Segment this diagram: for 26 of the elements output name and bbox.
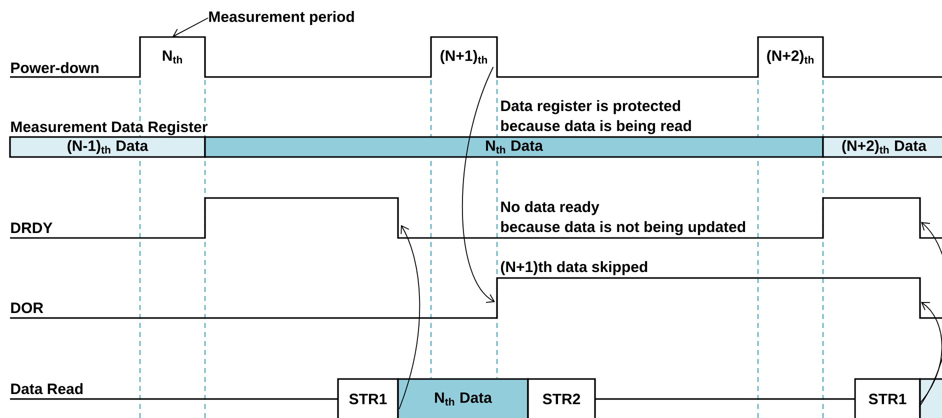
- register-cell: (N+2)$_{th}$ Data: [822, 136, 942, 158]
- note-text: because data is not being updated: [501, 221, 746, 236]
- signal-name: DOR: [11, 302, 44, 314]
- pulse-label: (N+2)$_{th}$: [767, 50, 814, 64]
- signal-name: Measurement Data Register: [10, 121, 208, 136]
- read-box: STR1: [337, 378, 399, 418]
- signal-name: Data Read: [11, 383, 83, 394]
- pulse-label: (N+1)$_{th}$: [440, 50, 488, 64]
- read-box: STR1: [854, 378, 921, 418]
- note-text: (N+1)th data skipped: [500, 261, 648, 276]
- arrow: [918, 222, 942, 408]
- register-cell: (N-1)$_{th}$ Data: [9, 136, 206, 158]
- leader-line: [172, 18, 208, 38]
- signal-name: Power-down: [11, 62, 98, 74]
- note-text: Data register is protected: [501, 100, 680, 114]
- register-cell: N$_{th}$ Data: [204, 136, 824, 158]
- signal-name: DRDY: [11, 222, 52, 233]
- pulse-label: N$_{th}$: [162, 50, 182, 64]
- read-box: STR2: [527, 378, 596, 418]
- annotation-text: Measurement period: [209, 11, 354, 25]
- arrow: [918, 302, 942, 404]
- arrow: [398, 225, 420, 410]
- arrow: [462, 66, 495, 303]
- note-text: No data ready: [501, 201, 600, 216]
- empty-cell: [919, 378, 942, 418]
- register-cell: N$_{th}$ Data: [397, 378, 529, 418]
